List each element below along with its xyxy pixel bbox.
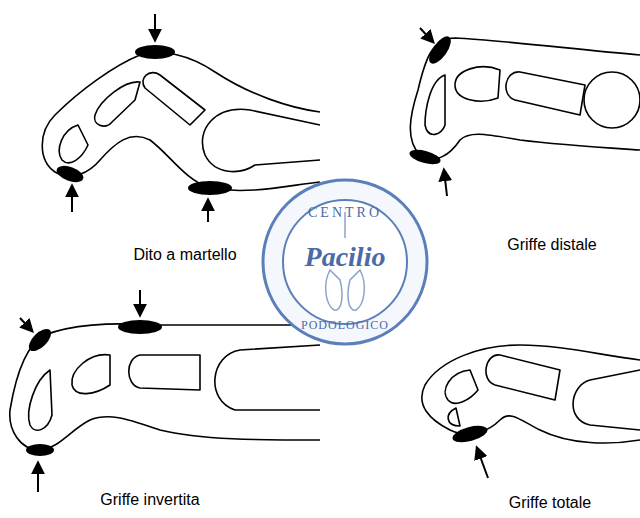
toe-drawings xyxy=(10,38,640,450)
watermark-seal xyxy=(263,180,427,344)
phalanx-bone xyxy=(425,75,445,134)
phalanx-bone xyxy=(455,67,500,101)
figure-caption: Griffe invertita xyxy=(100,491,199,509)
pressure-arrow xyxy=(154,14,156,40)
callus-marks xyxy=(25,33,489,456)
pressure-arrow xyxy=(139,290,141,315)
callus xyxy=(408,147,442,167)
pressure-arrow xyxy=(20,318,32,331)
pressure-arrow xyxy=(420,28,433,42)
pressure-arrow xyxy=(71,186,73,212)
toe-outline xyxy=(10,324,320,450)
figure-caption: Griffe totale xyxy=(509,494,591,512)
pressure-arrows xyxy=(20,14,488,492)
callus xyxy=(54,163,85,186)
pressure-arrow xyxy=(444,170,447,196)
toe-outline xyxy=(42,52,320,190)
figure-caption: Dito a martello xyxy=(133,246,236,264)
foot-icon xyxy=(326,270,342,310)
seal-ring xyxy=(263,180,427,344)
callus xyxy=(26,444,54,456)
phalanx-bone xyxy=(72,355,110,394)
toe-outline xyxy=(410,38,640,159)
seal-ring xyxy=(283,200,407,324)
pressure-arrow xyxy=(477,448,488,478)
phalanx-bone xyxy=(95,82,140,126)
watermark-text: Pacilio xyxy=(305,241,386,273)
watermark-text: PODOLOGICO xyxy=(301,319,389,333)
metatarsal-bone xyxy=(202,109,320,171)
metatarsal-bone xyxy=(573,370,640,430)
pressure-arrow xyxy=(207,200,209,222)
watermark-text: CENTRO xyxy=(308,205,382,221)
metatarsal-bone xyxy=(584,72,640,128)
metatarsal-bone xyxy=(215,345,320,410)
pressure-arrow xyxy=(37,463,39,492)
phalanx-bone xyxy=(59,125,88,163)
callus xyxy=(188,181,232,195)
phalanx-bone xyxy=(445,370,478,403)
phalanx-bone xyxy=(506,72,585,115)
phalanx-bone xyxy=(29,370,52,430)
phalanx-bone xyxy=(129,355,200,390)
callus xyxy=(135,45,175,59)
phalanx-bone xyxy=(448,408,460,426)
callus xyxy=(118,320,162,334)
toe-outline xyxy=(422,345,640,443)
callus xyxy=(451,423,489,446)
foot-icon xyxy=(348,270,364,310)
phalanx-bone xyxy=(143,73,205,125)
phalanx-bone xyxy=(486,355,560,400)
figure-caption: Griffe distale xyxy=(507,236,597,254)
